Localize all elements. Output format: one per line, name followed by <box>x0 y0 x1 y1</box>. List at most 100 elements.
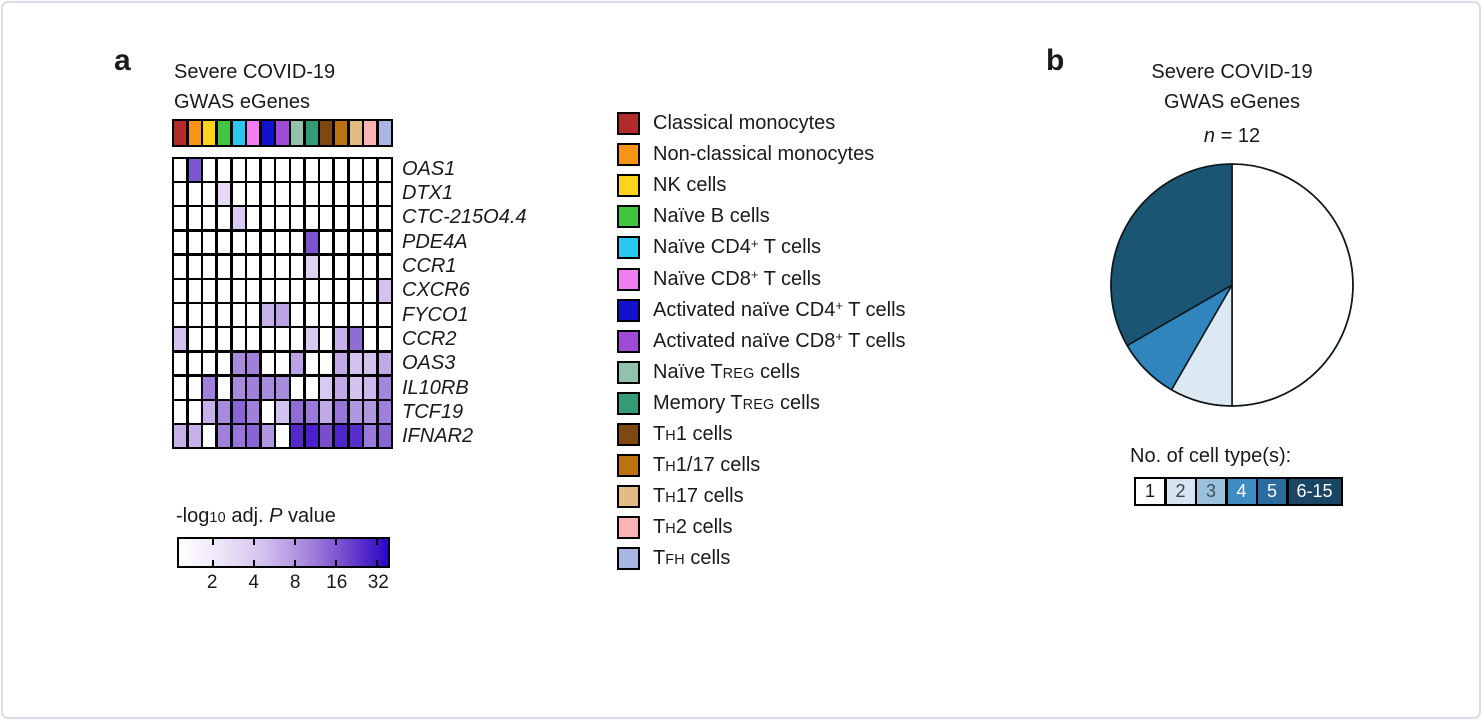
rich-text-segment: FH <box>665 552 685 569</box>
heatmap-cell <box>305 207 318 230</box>
heatmap-cell <box>334 231 348 254</box>
cell-type-strip-swatch <box>320 121 333 145</box>
heatmap-cell <box>217 183 231 205</box>
legend-label: Memory TREG cells <box>653 391 821 414</box>
heatmap-cell <box>232 255 245 278</box>
heatmap-cell <box>261 231 274 254</box>
heatmap-cell <box>174 352 187 375</box>
heatmap-cell <box>378 255 391 278</box>
heatmap-cell <box>364 425 377 447</box>
heatmap-cell <box>276 425 289 447</box>
legend-swatch <box>617 174 640 198</box>
heatmap-cell <box>247 207 260 230</box>
heatmap-cell <box>232 304 245 326</box>
heatmap-cell <box>188 255 201 278</box>
panel-a-title-line1: Severe COVID-19 <box>174 61 336 83</box>
gene-label: IL10RB <box>402 376 469 399</box>
heatmap-cell <box>232 401 245 423</box>
legend-swatch <box>617 391 640 415</box>
heatmap-cell <box>349 231 362 254</box>
heatmap-cell <box>203 207 216 230</box>
heatmap-cell <box>334 207 348 230</box>
heatmap-cell <box>291 425 304 447</box>
colorbar-tick-label: 4 <box>248 572 259 593</box>
heatmap-cell <box>291 328 304 351</box>
heatmap-cell <box>364 231 377 254</box>
gene-label: CCR2 <box>402 327 457 350</box>
heatmap-cell <box>174 304 187 326</box>
heatmap-cell <box>261 328 274 351</box>
heatmap-cell <box>261 425 274 447</box>
heatmap-cell <box>276 304 289 326</box>
heatmap-cell <box>188 207 201 230</box>
cell-type-strip-swatch <box>203 121 216 145</box>
heatmap-cell <box>364 401 377 423</box>
heatmap-cell <box>378 280 391 302</box>
heatmap-cell <box>305 280 318 302</box>
heatmap-cell <box>349 376 362 399</box>
scale-box: 1 <box>1136 479 1164 504</box>
heatmap-cell <box>349 328 362 351</box>
panel-b-label: b <box>1046 44 1065 77</box>
heatmap-cell <box>305 159 318 181</box>
heatmap-cell <box>203 352 216 375</box>
heatmap-cell <box>349 207 362 230</box>
panel-b-title: Severe COVID-19 GWAS eGenes <box>1082 57 1382 117</box>
heatmap-cell <box>217 425 231 447</box>
cell-type-strip-swatch <box>291 121 304 145</box>
legend-swatch <box>617 143 640 167</box>
heatmap-cell <box>261 401 274 423</box>
rich-text-segment: + <box>835 328 843 344</box>
heatmap-cell <box>291 159 304 181</box>
legend-swatch <box>617 485 640 509</box>
legend-swatch <box>617 547 640 571</box>
heatmap-cell <box>188 328 201 351</box>
heatmap-cell <box>291 352 304 375</box>
heatmap-cell <box>261 183 274 205</box>
heatmap-cell <box>305 231 318 254</box>
legend-label: TH2 cells <box>653 516 733 539</box>
legend-label: NK cells <box>653 174 727 197</box>
heatmap-cell <box>203 304 216 326</box>
heatmap-cell <box>378 376 391 399</box>
heatmap-cell <box>217 207 231 230</box>
heatmap-cell <box>291 376 304 399</box>
rich-text-segment: REG <box>742 396 775 413</box>
heatmap-cell <box>320 328 333 351</box>
heatmap-cell <box>276 159 289 181</box>
cell-type-strip-swatch <box>334 121 348 145</box>
heatmap-cell <box>334 352 348 375</box>
heatmap-cell <box>334 255 348 278</box>
colorbar-tick-label: 2 <box>206 572 218 593</box>
rich-text-segment: P <box>269 505 283 527</box>
heatmap-cell <box>291 231 304 254</box>
heatmap-cell <box>203 159 216 181</box>
cell-type-strip-swatch <box>217 121 231 145</box>
heatmap-cell <box>217 280 231 302</box>
legend-swatch <box>617 329 640 353</box>
heatmap-cell <box>217 159 231 181</box>
colorbar-tick <box>253 539 256 545</box>
rich-text-segment: H <box>665 459 676 476</box>
heatmap-cell <box>261 207 274 230</box>
heatmap-cell <box>174 183 187 205</box>
heatmap-cell <box>334 425 348 447</box>
heatmap-cell <box>364 352 377 375</box>
heatmap-cell <box>232 231 245 254</box>
heatmap-cell <box>364 207 377 230</box>
heatmap-cell <box>203 231 216 254</box>
heatmap-cell <box>188 304 201 326</box>
legend-row: Activated naïve CD8+ T cells <box>617 326 906 357</box>
pie-n-label: n = 12 <box>1203 125 1261 147</box>
colorbar-tick <box>375 560 378 566</box>
heatmap-cell <box>276 352 289 375</box>
colorbar-tick <box>293 560 296 566</box>
heatmap-cell <box>305 255 318 278</box>
heatmap-cell <box>247 401 260 423</box>
heatmap-cell <box>217 376 231 399</box>
heatmap-cell <box>364 376 377 399</box>
heatmap-cell <box>334 280 348 302</box>
legend-row: TFH cells <box>617 543 906 574</box>
heatmap-cell <box>291 207 304 230</box>
